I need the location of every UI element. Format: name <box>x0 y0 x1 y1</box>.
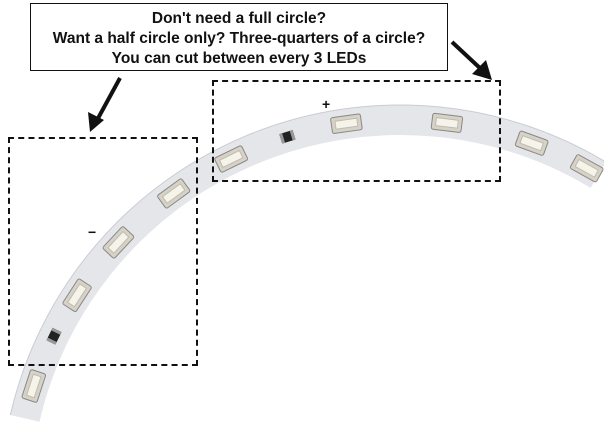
cut-zone-left <box>8 137 198 366</box>
callout-line-2: Want a half circle only? Three-quarters … <box>52 30 426 47</box>
led-chip <box>330 113 363 134</box>
arrow-right-head <box>472 60 492 80</box>
arrow-left-head <box>88 112 104 132</box>
callout-line-3: You can cut between every 3 LEDs <box>111 50 367 67</box>
cut-zone-top <box>212 80 501 182</box>
resistor <box>279 129 296 144</box>
callout-text-box: Don't need a full circle? Want a half ci… <box>30 3 448 71</box>
led-chip <box>430 112 464 133</box>
minus-marking: − <box>88 224 97 240</box>
arrow-right <box>450 40 484 72</box>
led-chip <box>62 278 92 312</box>
led-chip <box>214 145 249 173</box>
callout-line-1: Don't need a full circle? <box>151 10 327 27</box>
resistor <box>46 327 62 345</box>
plus-marking: + <box>322 96 331 112</box>
led-chip <box>157 178 191 209</box>
strip-band <box>10 105 604 422</box>
led-chip <box>569 154 604 183</box>
arrow-left <box>94 77 122 123</box>
led-chip <box>21 369 47 403</box>
led-chip <box>514 130 549 156</box>
led-chip <box>102 226 135 259</box>
